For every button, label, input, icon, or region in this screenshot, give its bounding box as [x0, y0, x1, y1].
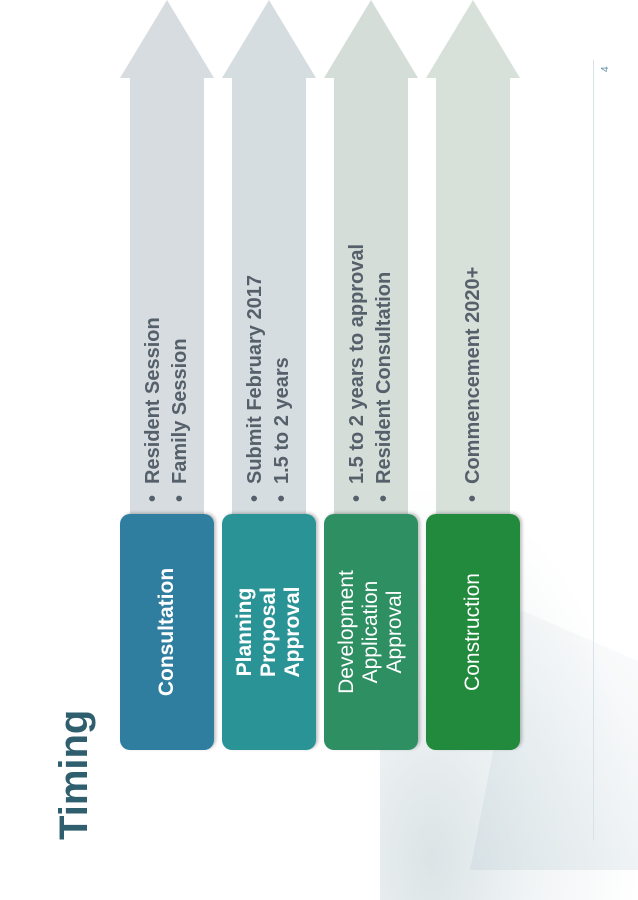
page-number: 4 [600, 66, 611, 72]
stage-label: Consultation [155, 567, 178, 697]
bullet-item: Commencement 2020+ [460, 22, 487, 502]
slide-title: Timing [52, 709, 96, 840]
bullet-item: Resident Consultation [371, 22, 398, 502]
bullet-item: 1.5 to 2 years to approval [344, 22, 371, 502]
stage-box: Construction [426, 514, 520, 750]
stage-label: Development Application Approval [335, 570, 406, 694]
bullet-list: 1.5 to 2 years to approval Resident Cons… [324, 22, 418, 502]
stage-box: Planning Proposal Approval [222, 514, 316, 750]
bullet-item: 1.5 to 2 years [269, 22, 296, 502]
stage-box: Development Application Approval [324, 514, 418, 750]
stage-label: Construction [461, 573, 484, 691]
stage-box: Consultation [120, 514, 214, 750]
stage-label: Planning Proposal Approval [233, 586, 304, 678]
bullet-item: Submit February 2017 [242, 22, 269, 502]
bullet-item: Resident Session [140, 22, 167, 502]
bullet-item: Family Session [167, 22, 194, 502]
bullet-list: Commencement 2020+ [426, 22, 520, 502]
bullet-list: Resident Session Family Session [120, 22, 214, 502]
bullet-list: Submit February 2017 1.5 to 2 years [222, 22, 316, 502]
footer-rule [593, 60, 594, 840]
